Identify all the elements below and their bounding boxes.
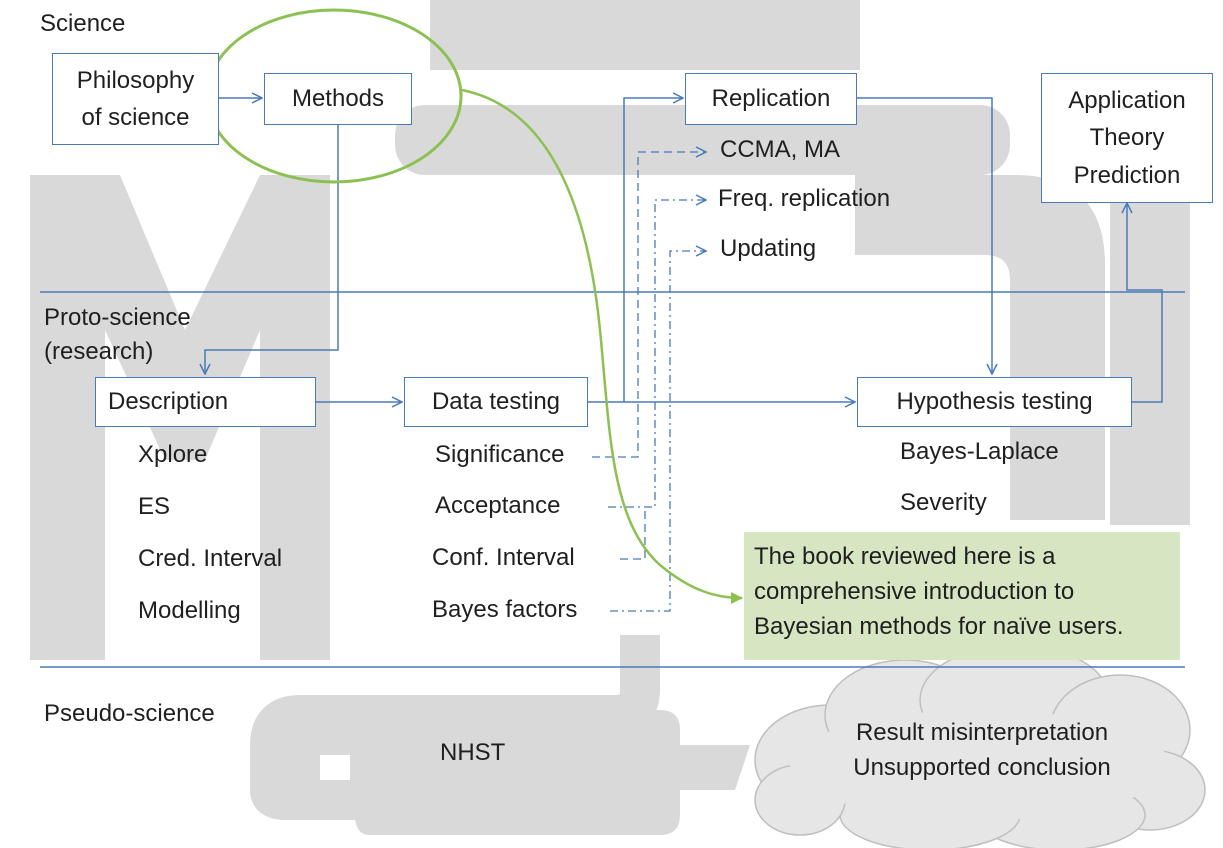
philosophy-line-1: Philosophy: [76, 66, 195, 94]
methods-box: Methods: [264, 73, 412, 125]
watermark-top-block: [430, 0, 860, 70]
highlight-curve-to-callout: [461, 88, 743, 604]
philosophy-line-2: of science: [81, 104, 190, 131]
theory-label: Theory: [1089, 124, 1165, 152]
arrow-hypothesis-application: [1127, 203, 1163, 403]
prediction-label: Prediction: [1073, 161, 1181, 189]
dash-confinterval-freqreplication: [620, 507, 646, 560]
replication-label: Replication: [711, 85, 831, 112]
data-testing-label: Data testing: [431, 388, 561, 415]
replication-output-freq: Freq. replication: [718, 185, 891, 212]
description-item-es: ES: [138, 493, 171, 520]
description-item-cred-interval: Cred. Interval: [138, 545, 283, 572]
callout-line-3: Bayesian methods for naïve users.: [754, 612, 1124, 640]
data-testing-item-bayes-factors: Bayes factors: [432, 596, 578, 623]
hypothesis-testing-label: Hypothesis testing: [896, 388, 1093, 415]
watermark-right-letter: [855, 175, 1105, 520]
hypothesis-item-severity: Severity: [900, 489, 987, 516]
description-item-modelling: Modelling: [138, 597, 241, 624]
replication-box: Replication: [685, 73, 857, 125]
dash-acceptance-freqreplication: [608, 200, 706, 508]
description-label: Description: [108, 388, 229, 415]
arrow-methods-description: [205, 125, 339, 374]
callout-line-2: comprehensive introduction to: [754, 577, 1075, 605]
arrow-replication-hypothesis: [857, 97, 992, 374]
level-label-proto-science: Proto-science: [44, 304, 191, 331]
cloud-line-1: Result misinterpretation: [855, 719, 1109, 746]
book-review-callout: The book reviewed here is a comprehensiv…: [744, 532, 1180, 660]
data-testing-item-conf-interval: Conf. Interval: [432, 544, 575, 571]
hypothesis-item-bayes-laplace: Bayes-Laplace: [900, 438, 1059, 465]
application-theory-prediction-box: Application Theory Prediction: [1041, 73, 1213, 203]
watermark-right-bar: [1110, 175, 1190, 525]
dash-bayesfactors-updating: [610, 251, 706, 612]
level-label-science: Science: [40, 10, 126, 37]
description-box: Description: [95, 377, 316, 427]
level-label-pseudo-science: Pseudo-science: [44, 700, 215, 727]
replication-output-updating: Updating: [720, 235, 817, 262]
replication-output-ccma: CCMA, MA: [720, 136, 840, 163]
hypothesis-testing-box: Hypothesis testing: [857, 377, 1132, 427]
nhst-shape: [355, 710, 750, 835]
data-testing-box: Data testing: [404, 377, 588, 427]
cloud-line-2: Unsupported conclusion: [853, 753, 1111, 781]
cloud-text: Result misinterpretation Unsupported con…: [800, 716, 1164, 786]
level-label-research: (research): [44, 338, 154, 365]
description-item-xplore: Xplore: [138, 441, 208, 468]
philosophy-of-science-box: Philosophy of science: [52, 53, 219, 145]
dash-significance-ccma: [592, 152, 706, 458]
application-label: Application: [1068, 87, 1186, 115]
data-testing-item-acceptance: Acceptance: [435, 492, 561, 519]
cloud-shape: [754, 644, 1206, 848]
nhst-label: NHST: [440, 739, 506, 766]
data-testing-item-significance: Significance: [435, 441, 565, 468]
arrow-datatesting-replication: [623, 98, 683, 402]
callout-line-1: The book reviewed here is a: [754, 543, 1056, 570]
methods-label: Methods: [291, 85, 385, 112]
